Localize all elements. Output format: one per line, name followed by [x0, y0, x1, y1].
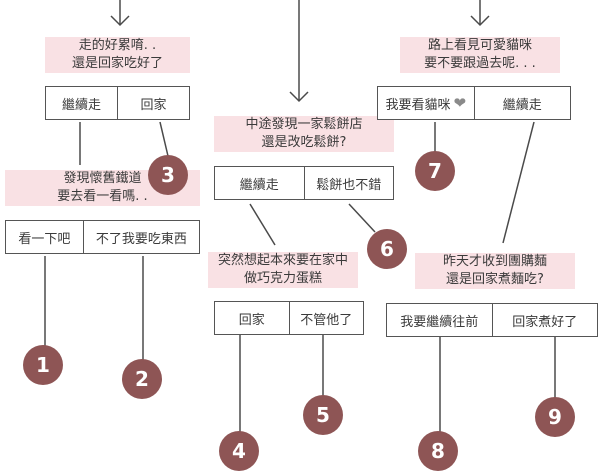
prompt-tired-line2: 還是回家吃好了: [45, 55, 190, 73]
prompt-cat-line1: 路上看見可愛貓咪: [400, 37, 560, 55]
heart-icon: ❤: [453, 94, 467, 112]
choice-cat-continue[interactable]: 繼續走: [473, 87, 571, 119]
arrowhead-top-left: [110, 15, 130, 27]
choice-railway-eat[interactable]: 不了我要吃東西: [82, 221, 199, 253]
outcome-badge-4: 4: [219, 431, 259, 471]
prompt-cake-line2: 做巧克力蛋糕: [208, 270, 358, 288]
outcome-badge-7: 7: [415, 151, 455, 191]
choice-bakery-continue[interactable]: 繼續走: [239, 177, 279, 193]
prompt-cat-line2: 要不要跟過去呢. . .: [400, 55, 560, 73]
outcome-badge-6: 6: [367, 229, 407, 269]
choices-tired: 繼續走 回家: [45, 86, 190, 120]
prompt-noodles-line1: 昨天才收到團購麵: [415, 253, 575, 271]
prompt-bakery-line2: 還是改吃鬆餅?: [214, 134, 394, 152]
prompt-tired: 走的好累唷. . 還是回家吃好了: [45, 37, 190, 73]
choice-cake-home[interactable]: 回家: [238, 312, 265, 328]
choice-noodles-continue[interactable]: 我要繼續往前: [400, 314, 479, 330]
prompt-noodles-line2: 還是回家煮麵吃?: [415, 271, 575, 289]
choice-tired-continue[interactable]: 繼續走: [61, 97, 101, 113]
link-bakery-continue-cake: [249, 203, 276, 246]
choice-noodles-cook[interactable]: 回家煮好了: [491, 304, 598, 336]
choices-railway: 看一下吧 不了我要吃東西: [5, 220, 200, 254]
outcome-badge-3: 3: [148, 155, 188, 195]
outcome-badge-9: 9: [535, 397, 575, 437]
choice-tired-home[interactable]: 回家: [117, 87, 189, 119]
prompt-cake: 突然想起本來要在家中 做巧克力蛋糕: [208, 252, 358, 288]
outcome-badge-5: 5: [303, 395, 343, 435]
arrowhead-top-middle: [289, 91, 309, 103]
choices-bakery: 繼續走 鬆餅也不錯: [214, 166, 394, 200]
prompt-noodles: 昨天才收到團購麵 還是回家煮麵吃?: [415, 253, 575, 289]
link-tired-home-3: [159, 121, 169, 157]
prompt-cake-line1: 突然想起本來要在家中: [208, 252, 358, 270]
arrowhead-top-right: [470, 15, 490, 27]
prompt-bakery: 中途發現一家鬆餅店 還是改吃鬆餅?: [214, 116, 394, 152]
outcome-badge-2: 2: [122, 359, 162, 399]
prompt-bakery-line1: 中途發現一家鬆餅店: [214, 116, 394, 134]
choice-cat-look[interactable]: 我要看貓咪 ❤: [378, 87, 474, 119]
choices-cake: 回家 不管他了: [214, 301, 364, 335]
choice-cake-ignore[interactable]: 不管他了: [288, 302, 364, 334]
prompt-tired-line1: 走的好累唷. .: [45, 37, 190, 55]
outcome-badge-8: 8: [418, 431, 458, 471]
choice-bakery-waffle[interactable]: 鬆餅也不錯: [303, 167, 394, 199]
choice-cat-look-label: 我要看貓咪: [385, 97, 451, 113]
prompt-cat: 路上看見可愛貓咪 要不要跟過去呢. . .: [400, 37, 560, 73]
choices-noodles: 我要繼續往前 回家煮好了: [386, 303, 598, 337]
outcome-badge-1: 1: [23, 345, 63, 385]
choices-cat: 我要看貓咪 ❤ 繼續走: [377, 86, 571, 120]
link-bakery-waffle-6: [348, 203, 376, 233]
prompt-railway-line2: 要去看一看嗎. .: [5, 188, 200, 206]
link-cat-continue-noodles: [502, 121, 535, 244]
choice-railway-look[interactable]: 看一下吧: [18, 231, 71, 247]
